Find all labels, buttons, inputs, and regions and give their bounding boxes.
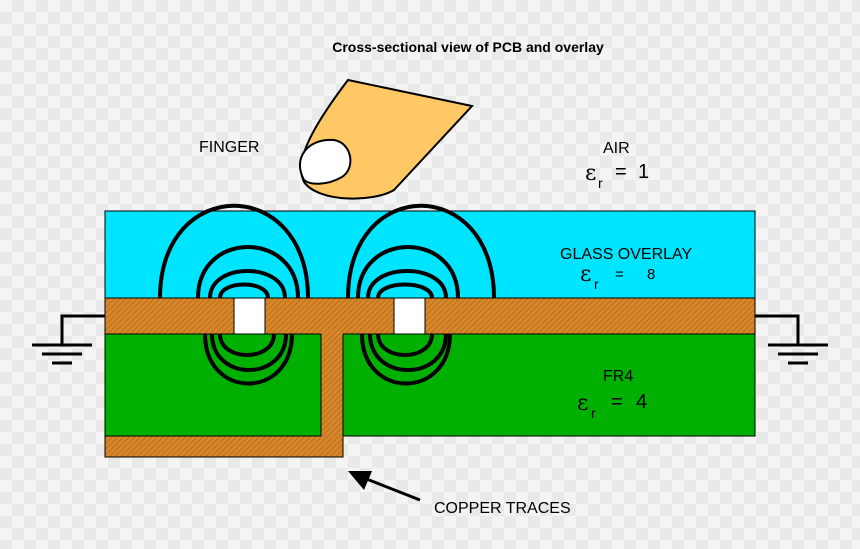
fr4-layer [104,333,756,437]
epsilon-symbol: ε [577,391,588,416]
field-lines-right [346,203,496,386]
ground-symbol-right [755,314,828,365]
copper-traces [104,297,756,458]
air-label: AIR [603,140,630,157]
sensor-electrode-left [233,297,266,335]
epsilon-subscript: r [591,405,596,421]
arrow-icon [348,471,421,502]
air-permittivity: ε r = 1 [585,161,649,191]
fr4-permittivity: ε r = 4 [577,391,647,421]
diagram-title: Cross-sectional view of PCB and overlay [332,39,604,55]
finger-illustration [298,78,474,200]
equals-sign: = [615,161,627,183]
epsilon-symbol: ε [585,161,596,186]
fr4-permittivity-value: 4 [636,391,647,413]
ground-symbol-left [32,314,105,365]
finger-label: FINGER [199,139,259,156]
glass-permittivity: ε r = 8 [580,262,655,292]
epsilon-subscript: r [598,175,603,191]
sensor-electrode-right [393,297,426,335]
fr4-label: FR4 [603,368,633,385]
glass-overlay-label: GLASS OVERLAY [560,246,693,263]
field-lines-left [158,203,310,386]
air-permittivity-value: 1 [638,161,649,183]
epsilon-symbol: ε [580,262,591,287]
equals-sign: = [615,266,624,283]
equals-sign: = [611,391,623,413]
glass-permittivity-value: 8 [647,266,655,283]
epsilon-subscript: r [594,276,599,292]
copper-traces-label: COPPER TRACES [434,500,571,517]
